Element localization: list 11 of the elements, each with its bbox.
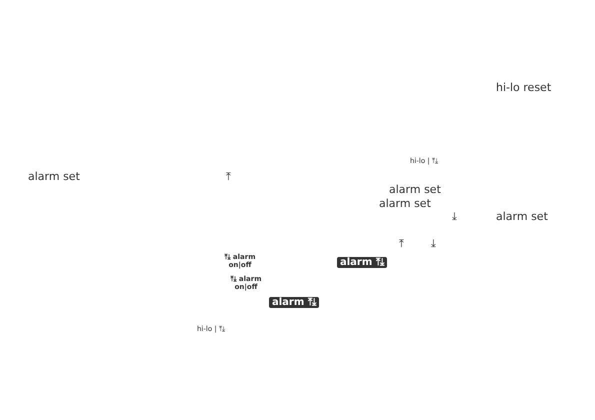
button-label: alarm set <box>379 198 431 210</box>
button-label: hi-lo reset <box>496 82 552 94</box>
button-label: alarm set <box>496 211 548 224</box>
alarm-indicator: alarm ⤒⤓ <box>269 297 319 308</box>
alarm-indicator: alarm ⤒⤓ <box>337 257 387 268</box>
button-label: alarm set <box>389 184 441 196</box>
arrow-symbol: ⤒ <box>399 238 404 250</box>
arrow-symbol: ⤒ <box>226 171 231 184</box>
arrow-symbol: ⤓ <box>452 211 457 224</box>
arrow-symbol: ⤓ <box>431 238 436 250</box>
button-label: alarm set <box>28 171 80 184</box>
